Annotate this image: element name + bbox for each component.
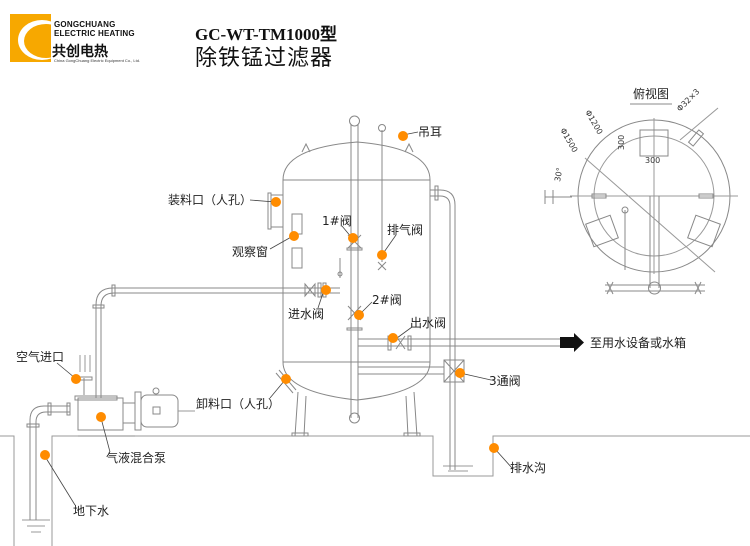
top-view: 俯视图 Φ1500 Φ1200 Φ32×3 300 300 30° [544, 86, 738, 295]
label-sight-window: 观察窗 [232, 245, 268, 259]
callout-groundwater: 地下水 [40, 450, 109, 518]
label-groundwater: 地下水 [73, 504, 109, 518]
callout-unloading-port: 卸料口（人孔） [196, 374, 291, 411]
callout-drain: 排水沟 [489, 443, 546, 475]
outlet-pipe [358, 333, 584, 352]
callout-to-equipment: 至用水设备或水箱 [590, 335, 686, 350]
callout-outlet-valve: 出水阀 [388, 316, 446, 343]
brand-line-2: ELECTRIC HEATING [54, 29, 135, 38]
drain-pipe [358, 185, 465, 470]
label-pump: 气液混合泵 [106, 450, 166, 465]
label-air-inlet: 空气进口 [16, 349, 64, 364]
model-title: GC-WT-TM1000型 [195, 25, 337, 44]
label-vent-valve: 排气阀 [387, 222, 423, 237]
dim-hatch-width: 300 [645, 156, 660, 165]
callout-valve-1: 1#阀 [322, 214, 358, 243]
callout-pump: 气液混合泵 [96, 412, 166, 465]
filter-tank [267, 141, 431, 437]
dim-inner-diameter: Φ1200 [583, 109, 604, 137]
label-lifting-lug: 吊耳 [418, 125, 442, 139]
ground-lines [0, 435, 750, 546]
flow-arrow-icon [560, 333, 584, 352]
callout-air-inlet: 空气进口 [16, 349, 81, 384]
label-to-equipment: 至用水设备或水箱 [590, 335, 686, 350]
dim-outer-diameter: Φ1500 [558, 127, 579, 155]
callout-valve-2: 2#阀 [354, 293, 402, 320]
callout-loading-port: 装料口（人孔） [168, 193, 281, 207]
callout-three-way-valve: 3通阀 [455, 368, 521, 388]
label-unloading-port: 卸料口（人孔） [196, 396, 280, 411]
label-drain: 排水沟 [510, 461, 546, 475]
callout-inlet-valve: 进水阀 [288, 285, 331, 321]
callout-vent-valve: 排气阀 [377, 222, 423, 260]
label-inlet-valve: 进水阀 [288, 307, 324, 321]
callout-lifting-lug: 吊耳 [398, 125, 442, 141]
brand-english: GONGCHUANG ELECTRIC HEATING [54, 20, 135, 38]
brand-line-1: GONGCHUANG [54, 20, 116, 29]
inlet-pipe [92, 282, 340, 398]
label-valve-1: 1#阀 [322, 214, 352, 228]
product-title: 除铁锰过滤器 [195, 46, 334, 71]
pump [74, 355, 195, 437]
label-valve-2: 2#阀 [372, 293, 402, 307]
callout-sight-window: 观察窗 [232, 231, 299, 259]
vent-pipe [337, 124, 387, 278]
suction-pipe [26, 402, 71, 520]
label-loading-port: 装料口（人孔） [168, 193, 252, 207]
brand-chinese: 共创电热 [52, 44, 108, 60]
company-full-name: China GongChuang Electric Equipment Co.,… [54, 58, 141, 63]
logo-mark-icon [10, 14, 51, 62]
central-pipe [346, 115, 363, 424]
dim-hatch-offset: 300 [617, 135, 626, 150]
dim-angle: 30° [553, 167, 564, 183]
company-logo: GONGCHUANG ELECTRIC HEATING 共创电热 China G… [0, 14, 170, 64]
label-three-way-valve: 3通阀 [489, 374, 521, 388]
dim-pipe: Φ32×3 [675, 87, 701, 113]
label-outlet-valve: 出水阀 [410, 316, 446, 330]
top-view-title: 俯视图 [633, 86, 669, 101]
